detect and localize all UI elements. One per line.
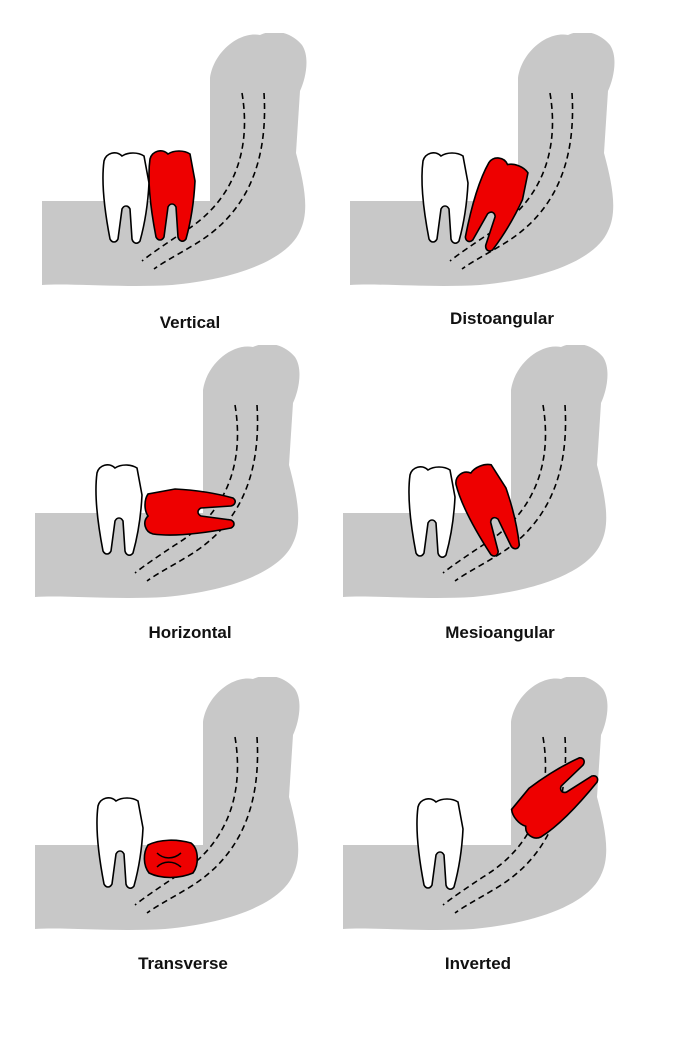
caption-distoangular: Distoangular bbox=[450, 309, 554, 328]
panel-horizontal bbox=[35, 345, 335, 645]
panel-inverted bbox=[343, 677, 643, 977]
mandibular-canal-lower bbox=[146, 736, 259, 914]
mandibular-canal-upper bbox=[141, 92, 246, 262]
vertical-diagram bbox=[42, 33, 307, 286]
jaw-bone bbox=[350, 33, 615, 286]
caption-inverted: Inverted bbox=[444, 954, 512, 973]
caption-mesioangular: Mesioangular bbox=[445, 623, 555, 642]
transverse-diagram bbox=[35, 677, 300, 930]
mandibular-canal-upper bbox=[134, 736, 239, 906]
caption-horizontal: Horizontal bbox=[148, 623, 232, 642]
distoangular-diagram bbox=[350, 33, 615, 286]
jaw-bone bbox=[35, 345, 300, 598]
mandibular-canal-upper bbox=[134, 404, 239, 574]
mandibular-canal-lower bbox=[153, 92, 266, 270]
mandibular-canal-upper bbox=[442, 404, 547, 574]
panel-vertical bbox=[42, 33, 342, 333]
mandibular-canal-lower bbox=[146, 404, 259, 582]
panel-transverse bbox=[35, 677, 335, 977]
panel-mesioangular bbox=[343, 345, 643, 645]
caption-transverse: Transverse bbox=[138, 954, 228, 973]
mesioangular-diagram bbox=[343, 345, 608, 598]
caption-vertical: Vertical bbox=[159, 313, 221, 332]
jaw-bone bbox=[35, 677, 300, 930]
horizontal-diagram bbox=[35, 345, 300, 598]
panel-distoangular bbox=[350, 33, 650, 333]
impacted-third-molar bbox=[143, 839, 199, 879]
mandibular-canal-lower bbox=[461, 92, 574, 270]
mandibular-canal-upper bbox=[449, 92, 554, 262]
inverted-diagram bbox=[343, 677, 608, 930]
